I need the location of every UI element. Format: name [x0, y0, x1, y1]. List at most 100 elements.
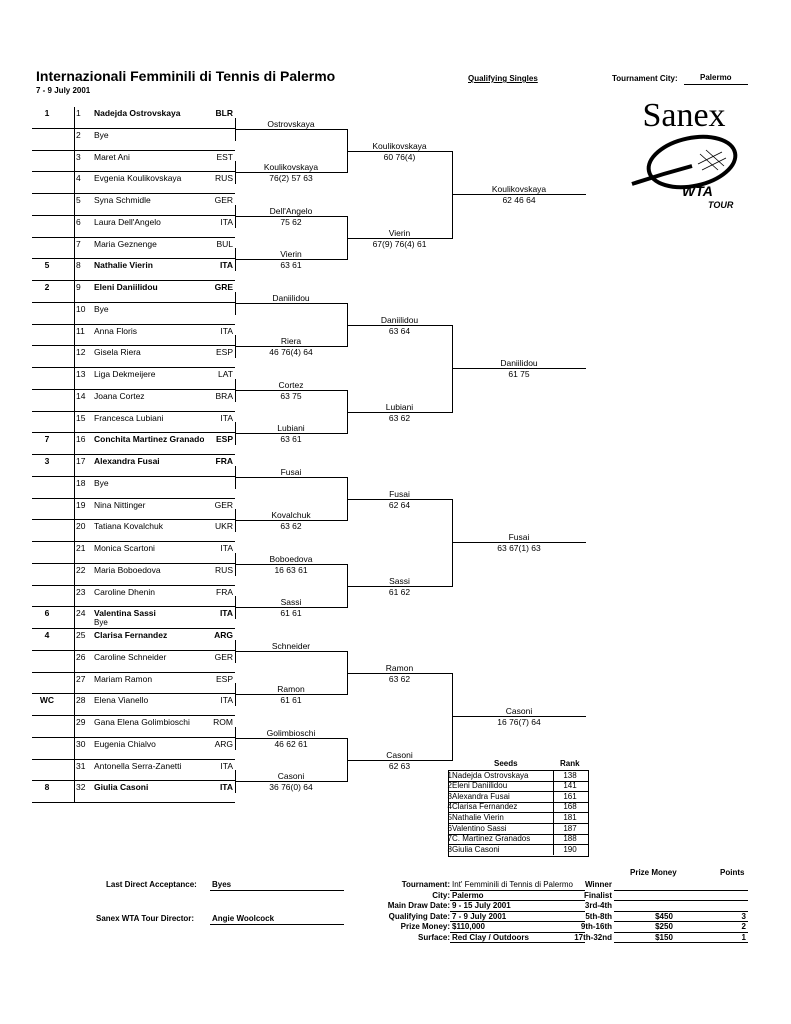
player-num: 28 — [76, 695, 86, 706]
player-name: Elena Vianello — [94, 695, 149, 706]
player-name: Bye — [94, 129, 109, 140]
seeds-table-line — [448, 780, 588, 782]
col-divider — [74, 759, 75, 782]
seed-name: Alexandra Fusai — [452, 791, 510, 801]
round2-score: 75 62 — [280, 216, 302, 227]
player-country: GER — [214, 499, 233, 510]
round2-winner: Daniilidou — [272, 292, 310, 303]
round3-winner: Koulikovskaya — [372, 140, 427, 151]
seed-rank: 168 — [563, 802, 577, 812]
round2-score: 46 62 61 — [274, 738, 308, 749]
player-num: 31 — [76, 760, 86, 771]
player-name: Nina Nittinger — [94, 499, 146, 510]
seed-number: 4 — [447, 802, 452, 812]
prize-money: $250 — [655, 922, 673, 931]
round2-score: 16 63 61 — [274, 564, 308, 575]
col-divider — [74, 737, 75, 760]
seed-number: 7 — [447, 834, 452, 844]
player-num: 13 — [76, 369, 86, 379]
player-name: Nathalie Vierin — [94, 260, 153, 271]
player-num: 18 — [76, 477, 86, 488]
round2-winner: Boboedova — [269, 553, 313, 564]
player-country: FRA — [216, 586, 233, 597]
player-num: 23 — [76, 586, 86, 597]
player-num: 17 — [76, 456, 86, 466]
row-line — [32, 649, 235, 651]
prize-round: Winner — [584, 880, 612, 889]
col-divider — [74, 629, 75, 651]
round3-line — [347, 411, 452, 413]
qualifier-name: Koulikovskaya — [491, 184, 547, 194]
qualifier-name: Daniilidou — [500, 358, 538, 368]
round2-winner: Cortez — [278, 379, 304, 390]
player-num: 8 — [76, 260, 81, 271]
row-line — [32, 671, 235, 673]
prize-line — [614, 910, 748, 912]
row-line — [32, 693, 235, 695]
prize-line — [614, 942, 748, 943]
col-divider — [74, 259, 75, 281]
prize-round: 9th-16th — [580, 922, 612, 931]
city-underline — [684, 84, 748, 85]
round2-line — [235, 433, 347, 435]
prize-round: 17th-32nd — [574, 932, 612, 942]
round2-winner: Ostrovskaya — [267, 118, 315, 129]
round2-winner: Koulikovskaya — [263, 162, 319, 173]
seed-rank: 161 — [563, 791, 577, 801]
player-num: 26 — [76, 651, 86, 662]
player-num: 14 — [76, 390, 86, 401]
round2-score: 76(2) 57 63 — [269, 173, 313, 184]
col-divider — [74, 237, 75, 260]
player-num: 4 — [76, 173, 81, 184]
round2-winner: Lubiani — [277, 423, 305, 434]
row-line — [32, 345, 235, 347]
row-line — [32, 736, 235, 738]
round2-line — [235, 476, 347, 478]
player-name: Liga Dekmeijere — [94, 369, 156, 379]
player-row: 2 Bye — [32, 129, 235, 151]
player-num: 12 — [76, 347, 86, 358]
player-num: 3 — [76, 151, 81, 162]
row-line — [32, 149, 235, 151]
qualifier-line — [452, 716, 586, 717]
player-name: Laura Dell'Angelo — [94, 216, 161, 227]
seed-number: 2 — [447, 781, 452, 791]
player-num: 29 — [76, 717, 86, 727]
sanex-wta-logo-graphic: Sanex WTA TOUR — [631, 97, 738, 210]
player-num: 25 — [76, 630, 86, 640]
player-num: 2 — [76, 129, 81, 140]
player-country: ESP — [215, 434, 233, 445]
row-line — [32, 258, 235, 260]
col-divider — [74, 520, 75, 542]
row-line — [32, 475, 235, 477]
round3-score: 62 63 — [388, 760, 411, 771]
row-line — [32, 301, 235, 303]
round2-score: 61 61 — [280, 695, 302, 706]
col-divider — [74, 368, 75, 390]
player-country: FRA — [215, 456, 233, 466]
col-divider — [74, 128, 75, 151]
round2-line — [235, 607, 347, 609]
seed-number: 6 — [447, 823, 452, 833]
player-num: 30 — [76, 738, 86, 749]
player-num: 7 — [76, 238, 81, 249]
seed-number: 5 — [447, 812, 452, 822]
points-header: Points — [720, 868, 745, 877]
seed-name: Eleni Daniilidou — [452, 781, 508, 791]
row-line — [32, 628, 235, 629]
row-line — [32, 454, 235, 455]
round2-line — [235, 302, 347, 304]
player-seed: 7 — [44, 434, 50, 445]
tournament-dates: 7 - 9 July 2001 — [36, 86, 91, 95]
director-label: Sanex WTA Tour Director: — [96, 914, 195, 923]
round2-line — [235, 737, 347, 739]
seed-name: Clarisa Fernandez — [452, 802, 518, 812]
player-country: ESP — [215, 347, 233, 358]
col-divider — [74, 433, 75, 455]
